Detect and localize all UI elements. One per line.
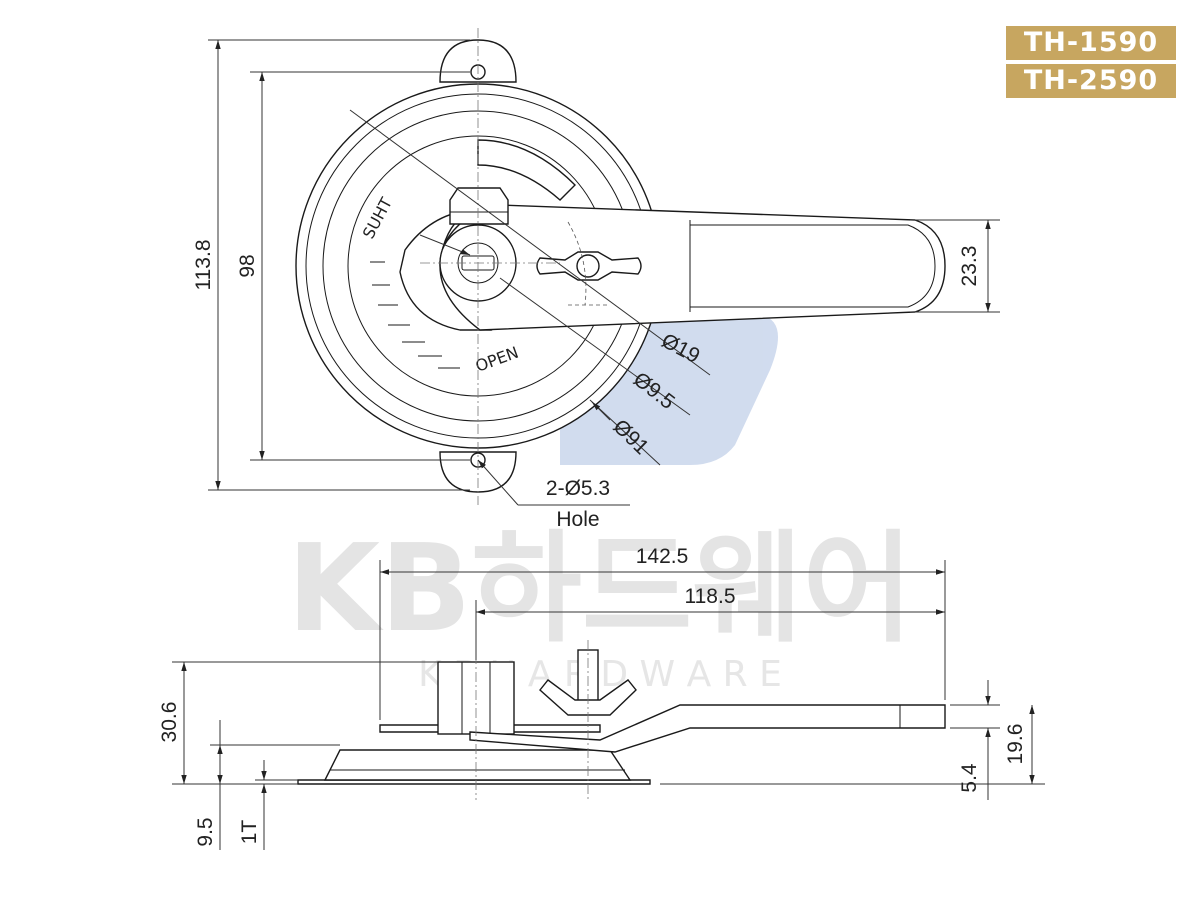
front-view: SUHT OPEN [295,28,946,505]
side-view [297,600,946,800]
base-dish [323,749,632,781]
dim-handle-height: 19.6 [1004,724,1027,765]
dim-base-height: 9.5 [194,817,217,846]
dim-holes: 2-Ø5.3 [546,477,610,500]
watermark-text: KB하드웨어 [287,520,913,659]
dim-height-total: 30.6 [158,702,181,743]
dim-plate-thickness: 1T [238,820,261,845]
dim-handle-width: 23.3 [958,246,981,287]
scale-marks [370,261,460,369]
dim-hole-pitch: 98 [236,254,259,277]
dim-height-overall: 113.8 [192,240,215,291]
handle-side [469,704,946,753]
hex-nut [449,187,509,225]
dim-handle-offset: 5.4 [958,763,981,793]
side-dimensions: 142.5 118.5 30.6 9.5 1T 5.4 19.6 [158,545,1045,850]
model-badge-2: TH-2590 [1006,64,1176,98]
dim-length-overall: 142.5 [636,545,689,568]
dim-handle-length: 118.5 [685,585,736,608]
dim-holes-label: Hole [556,508,599,531]
model-badge-1: TH-1590 [1006,26,1176,60]
